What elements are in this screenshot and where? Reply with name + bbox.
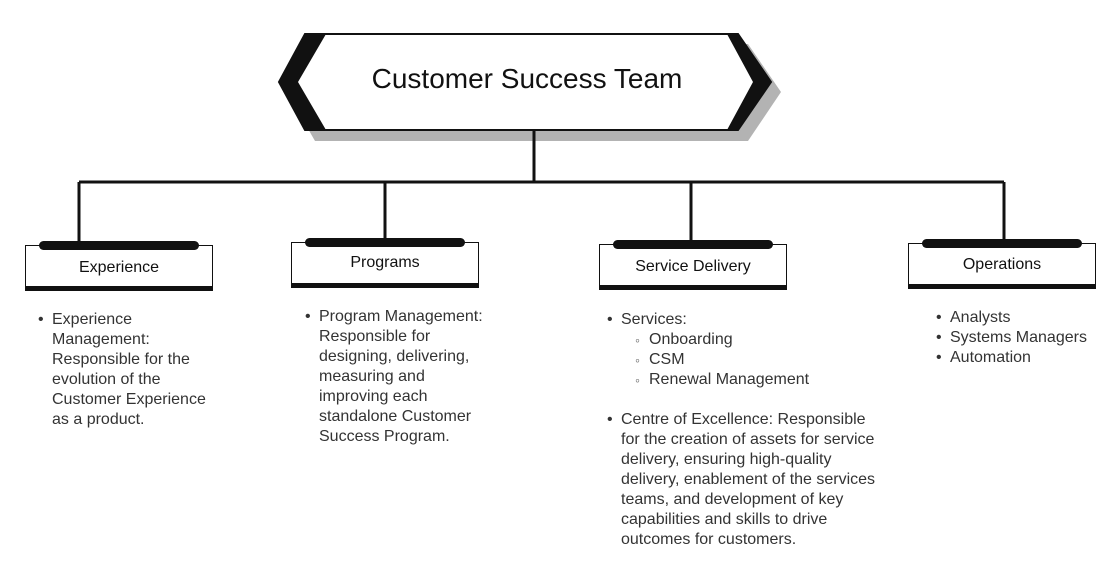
dept-desc-programs: Program Management: Responsible for desi… bbox=[305, 307, 495, 447]
dept-label-programs: Programs bbox=[350, 254, 420, 271]
dept-header-bar bbox=[305, 238, 465, 247]
dept-desc-experience: Experience Management: Responsible for t… bbox=[38, 310, 223, 430]
dept-box-experience: Experience bbox=[25, 241, 213, 287]
dept-label-service-delivery: Service Delivery bbox=[635, 258, 751, 275]
list-item: Program Management: Responsible for desi… bbox=[305, 307, 495, 447]
dept-header-bar bbox=[613, 240, 773, 249]
list-item: Experience Management: Responsible for t… bbox=[38, 310, 223, 430]
list-item: Systems Managers bbox=[936, 328, 1106, 348]
list-item: Onboarding bbox=[635, 330, 879, 350]
dept-box-service-delivery: Service Delivery bbox=[599, 240, 787, 286]
dept-box-programs: Programs bbox=[291, 238, 479, 284]
dept-desc-operations: Analysts Systems Managers Automation bbox=[936, 308, 1106, 368]
dept-box-operations: Operations bbox=[908, 239, 1096, 285]
list-item: Services: Onboarding CSM Renewal Managem… bbox=[607, 310, 879, 390]
title-banner-left-cap bbox=[279, 34, 326, 130]
list-item: Centre of Excellence: Responsible for th… bbox=[607, 410, 879, 550]
dept-label-experience: Experience bbox=[78, 259, 160, 276]
dept-desc-service-delivery: Services: Onboarding CSM Renewal Managem… bbox=[607, 310, 879, 550]
title-banner-right-cap bbox=[727, 34, 771, 130]
dept-label-operations: Operations bbox=[962, 256, 1042, 273]
list-item: Analysts bbox=[936, 308, 1106, 328]
chart-title: Customer Success Team bbox=[371, 63, 683, 94]
dept-header-bar bbox=[922, 239, 1082, 248]
dept-header-bar bbox=[39, 241, 199, 250]
services-label: Services: bbox=[621, 311, 687, 328]
list-item: CSM bbox=[635, 350, 879, 370]
list-item: Automation bbox=[936, 348, 1106, 368]
list-item: Renewal Management bbox=[635, 370, 879, 390]
